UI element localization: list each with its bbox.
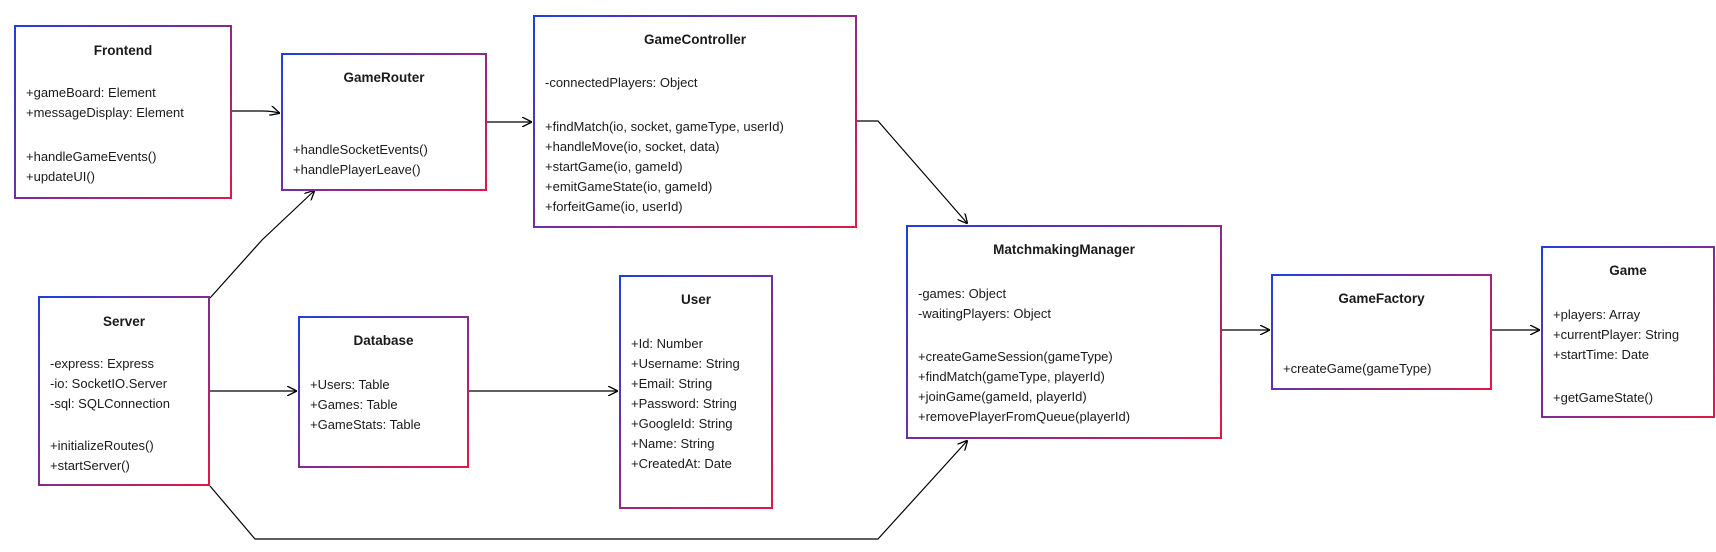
method: +startGame(io, gameId) xyxy=(545,159,683,174)
class-frontend[interactable]: Frontend +gameBoard: Element +messageDis… xyxy=(14,25,232,199)
method: +removePlayerFromQueue(playerId) xyxy=(918,409,1131,424)
attribute: +players: Array xyxy=(1553,307,1641,322)
attribute: +Password: String xyxy=(631,396,737,411)
class-title: MatchmakingManager xyxy=(993,242,1135,257)
class-database[interactable]: Database +Users: Table +Games: Table +Ga… xyxy=(298,316,469,468)
method: +createGame(gameType) xyxy=(1283,361,1432,376)
class-game[interactable]: Game +players: Array +currentPlayer: Str… xyxy=(1541,246,1715,418)
method: +emitGameState(io, gameId) xyxy=(545,179,713,194)
method: +joinGame(gameId, playerId) xyxy=(918,389,1087,404)
class-title: Database xyxy=(353,333,414,348)
attribute: +Name: String xyxy=(631,436,715,451)
method: +updateUI() xyxy=(26,169,96,184)
attribute: -express: Express xyxy=(50,356,155,371)
class-gamecontroller[interactable]: GameController -connectedPlayers: Object… xyxy=(533,15,857,228)
attribute: +GoogleId: String xyxy=(631,416,733,431)
attribute: +GameStats: Table xyxy=(310,417,421,432)
attribute: +gameBoard: Element xyxy=(26,85,156,100)
class-title: GameRouter xyxy=(343,70,425,85)
attribute: +CreatedAt: Date xyxy=(631,456,732,471)
attribute: +currentPlayer: String xyxy=(1553,327,1680,342)
edge-frontend-to-gamerouter xyxy=(232,111,279,113)
attribute: -sql: SQLConnection xyxy=(50,396,170,411)
attribute: +Id: Number xyxy=(631,336,703,351)
attribute: +Games: Table xyxy=(310,397,398,412)
method: +forfeitGame(io, userId) xyxy=(545,199,683,214)
class-gamerouter[interactable]: GameRouter +handleSocketEvents() +handle… xyxy=(281,53,487,191)
attribute: -games: Object xyxy=(918,286,1007,301)
method: +handlePlayerLeave() xyxy=(293,162,421,177)
method: +handleGameEvents() xyxy=(26,149,157,164)
class-title: GameController xyxy=(643,32,747,47)
class-title: Server xyxy=(102,314,146,329)
class-title: User xyxy=(680,292,712,307)
method: +findMatch(gameType, playerId) xyxy=(918,369,1105,384)
method: +handleMove(io, socket, data) xyxy=(545,139,720,154)
method: +initializeRoutes() xyxy=(50,438,154,453)
method: +getGameState() xyxy=(1553,390,1654,405)
class-title: GameFactory xyxy=(1338,291,1425,306)
attribute: +Email: String xyxy=(631,376,713,391)
method: +startServer() xyxy=(50,458,130,473)
edge-gamecontroller-to-matchmakingmanager xyxy=(857,120,967,223)
attribute: +startTime: Date xyxy=(1553,347,1649,362)
method: +findMatch(io, socket, gameType, userId) xyxy=(545,119,784,134)
class-user[interactable]: User +Id: Number +Username: String +Emai… xyxy=(619,275,773,509)
attribute: -connectedPlayers: Object xyxy=(545,75,698,90)
edge-server-to-gamerouter xyxy=(209,191,314,299)
attribute: +Users: Table xyxy=(310,377,390,392)
method: +handleSocketEvents() xyxy=(293,142,428,157)
attribute: -waitingPlayers: Object xyxy=(918,306,1051,321)
attribute: +messageDisplay: Element xyxy=(26,105,184,120)
class-gamefactory[interactable]: GameFactory +createGame(gameType) xyxy=(1271,274,1492,390)
attribute: +Username: String xyxy=(631,356,740,371)
class-server[interactable]: Server -express: Express -io: SocketIO.S… xyxy=(38,296,210,486)
class-matchmakingmanager[interactable]: MatchmakingManager -games: Object -waiti… xyxy=(906,225,1222,439)
method: +createGameSession(gameType) xyxy=(918,349,1113,364)
class-title: Frontend xyxy=(93,43,153,58)
class-title: Game xyxy=(1609,263,1647,278)
attribute: -io: SocketIO.Server xyxy=(50,376,168,391)
